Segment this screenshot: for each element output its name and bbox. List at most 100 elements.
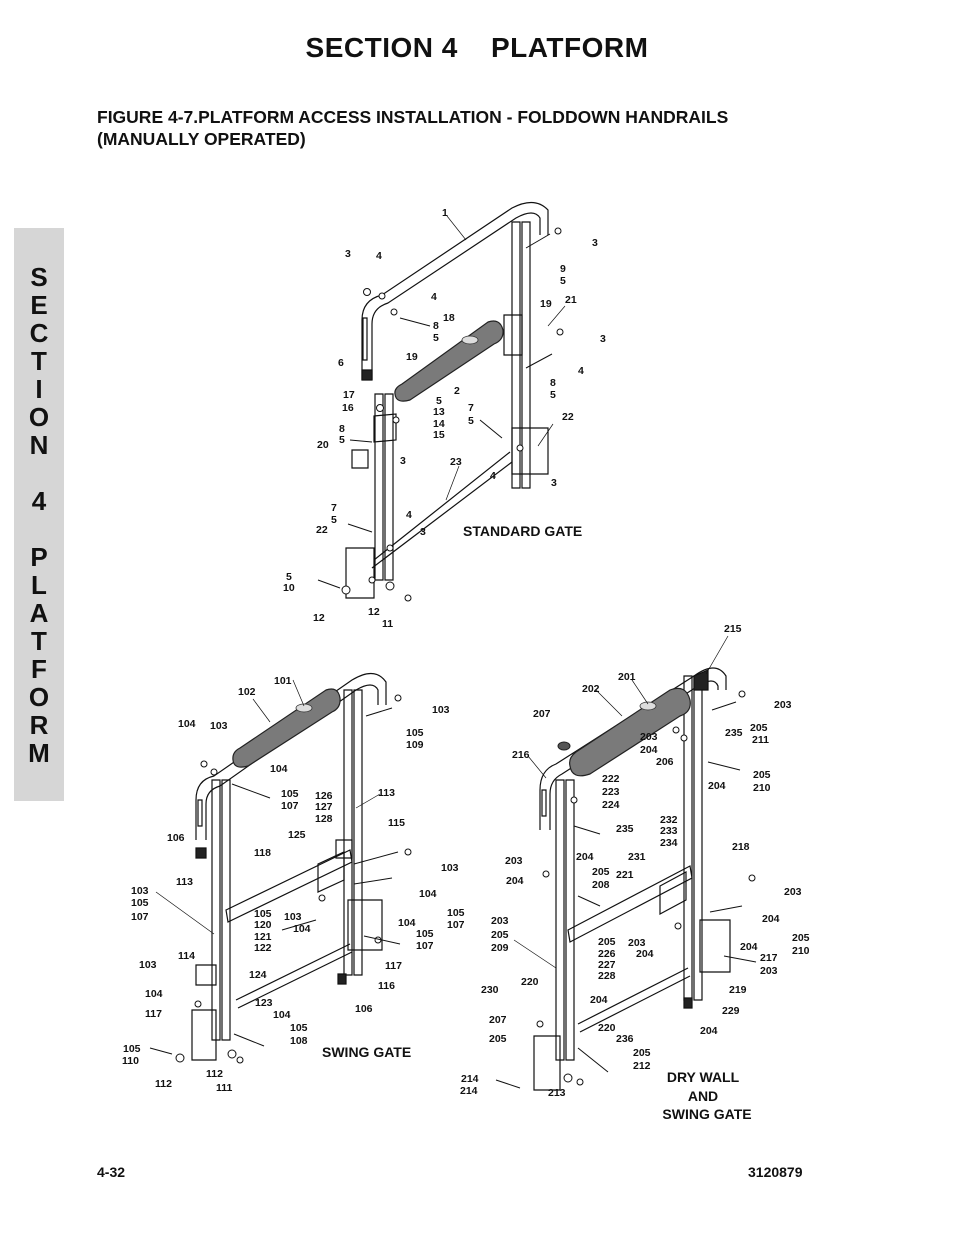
callout-label: 8 (433, 320, 439, 332)
side-tab-letter: A (29, 598, 49, 628)
standard-gate-fasteners (317, 227, 564, 602)
callout-label: 5 (433, 332, 439, 344)
callout-label: 5 (339, 434, 345, 446)
callout-label: 228 (598, 970, 616, 982)
callout-label: 121 (254, 931, 272, 943)
callout-label: 204 (762, 913, 780, 925)
callout-label: 209 (491, 942, 509, 954)
callout-label: 105 (290, 1022, 308, 1034)
callout-label: 205 (592, 866, 610, 878)
callout-label: 120 (254, 919, 272, 931)
callout-label: 126 (315, 790, 333, 802)
callout-label: 235 (725, 727, 743, 739)
callout-label: 10 (283, 582, 295, 594)
callout-label: 204 (700, 1025, 718, 1037)
callout-label: 20 (317, 439, 329, 451)
swing-gate-caption: SWING GATE (322, 1044, 411, 1060)
callout-label: 236 (616, 1033, 634, 1045)
callout-label: 206 (656, 756, 674, 768)
side-tab-letter: T (31, 346, 47, 376)
callout-label: 123 (255, 997, 273, 1009)
callout-label: 5 (331, 514, 337, 526)
callout-label: 210 (753, 782, 771, 794)
callout-label: 204 (590, 994, 608, 1006)
standard-gate-illustration (345, 201, 549, 599)
callout-label: 13 (433, 406, 445, 418)
callout-label: 211 (752, 734, 769, 746)
callout-label: 1 (442, 207, 448, 219)
side-tab-letter: T (31, 626, 47, 656)
callout-label: 19 (540, 298, 552, 310)
standard-gate-pad (394, 320, 504, 402)
callout-label: 6 (338, 357, 344, 369)
callout-label: 203 (491, 915, 509, 927)
callout-label: 3 (420, 526, 426, 538)
side-tab-letter: E (30, 290, 48, 320)
callout-label: 15 (433, 429, 445, 441)
callout-label: 114 (178, 950, 195, 962)
callout-label: 125 (288, 829, 306, 841)
callout-label: 5 (468, 415, 474, 427)
callout-label: 203 (628, 937, 646, 949)
callout-label: 235 (616, 823, 634, 835)
callout-label: 19 (406, 351, 418, 363)
callout-label: 207 (489, 1014, 507, 1026)
callout-label: 104 (419, 888, 437, 900)
callout-label: 107 (416, 940, 434, 952)
callout-label: 5 (550, 389, 556, 401)
callout-label: 112 (155, 1078, 172, 1090)
callout-label: 105 (123, 1043, 141, 1055)
callout-label: 103 (432, 704, 450, 716)
callout-label: 107 (447, 919, 465, 931)
callout-label: 7 (468, 402, 474, 414)
callout-label: 220 (521, 976, 539, 988)
callout-label: 117 (145, 1008, 162, 1020)
standard-gate-callouts: 1 3 4 3 9 5 4 19 21 8 5 18 3 6 19 4 2 8 … (283, 207, 606, 630)
standard-gate-caption: STANDARD GATE (463, 523, 582, 539)
callout-label: 116 (378, 980, 395, 992)
callout-label: 8 (550, 377, 556, 389)
side-tab-letter: S (30, 262, 48, 292)
callout-label: 4 (376, 250, 382, 262)
callout-label: 108 (290, 1035, 308, 1047)
side-tab-letter: O (28, 402, 50, 432)
callout-label: 214 (460, 1085, 478, 1097)
callout-label: 103 (139, 959, 157, 971)
callout-label: 8 (339, 423, 345, 435)
callout-label: 203 (760, 965, 778, 977)
callout-label: 3 (400, 455, 406, 467)
callout-label: 207 (533, 708, 551, 720)
callout-label: 217 (760, 952, 778, 964)
drywall-gate-pad (557, 687, 691, 777)
callout-label: 104 (293, 923, 311, 935)
callout-label: 105 (447, 907, 465, 919)
callout-label: 128 (315, 813, 333, 825)
callout-label: 105 (254, 908, 272, 920)
side-tab-letter: P (30, 542, 48, 572)
callout-label: 104 (270, 763, 288, 775)
callout-label: 205 (753, 769, 771, 781)
callout-label: 4 (406, 509, 412, 521)
callout-label: 3 (345, 248, 351, 260)
callout-label: 113 (378, 787, 395, 799)
callout-label: 102 (238, 686, 256, 698)
callout-label: 226 (598, 948, 616, 960)
drywall-gate-callouts: 215 201 202 203 207 203 204 205 211 235 … (460, 623, 810, 1099)
callout-label: 201 (618, 671, 636, 683)
callout-label: 210 (792, 945, 810, 957)
drywall-gate-fasteners (495, 690, 757, 1089)
callout-label: 202 (582, 683, 600, 695)
callout-label: 105 (416, 928, 434, 940)
callout-label: 122 (254, 942, 272, 954)
callout-label: 234 (660, 837, 678, 849)
callout-label: 203 (640, 731, 658, 743)
callout-label: 7 (331, 502, 337, 514)
callout-label: 5 (436, 395, 442, 407)
callout-label: 224 (602, 799, 620, 811)
callout-label: 3 (551, 477, 557, 489)
callout-label: 215 (724, 623, 742, 635)
callout-label: 232 (660, 814, 678, 826)
side-tab-letter: L (31, 570, 47, 600)
callout-label: 204 (708, 780, 726, 792)
